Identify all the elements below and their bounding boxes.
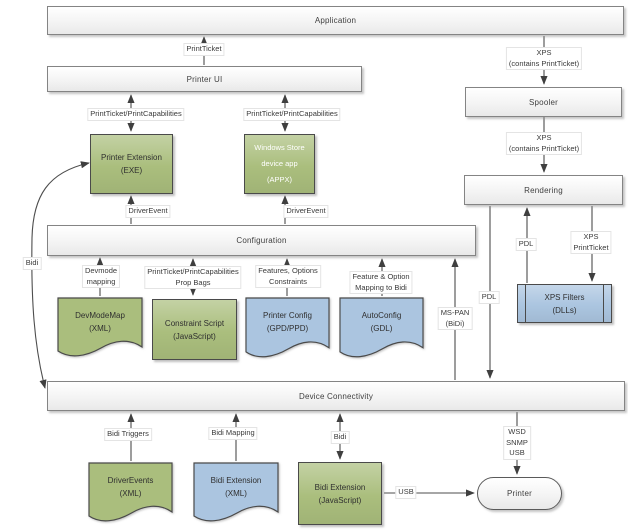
node-devmodemap-label: DevModeMap (XML) [75,311,125,333]
arrow-bidi-curve [31,161,90,389]
node-autoconfig: AutoConfig (GDL) [339,297,424,363]
node-devmodemap: DevModeMap (XML) [57,297,143,362]
document-shape-icon [339,297,424,358]
node-printer-extension: Printer Extension (EXE) [90,134,173,194]
edge-label-printticket-printcapabilities-prop-bags: PrintTicket/PrintCapabilities Prop Bags [144,266,242,289]
node-printer-config: Printer Config (GPD/PPD) [245,297,330,363]
document-shape-icon [57,297,143,357]
node-bidi-extension-xml-label: Bidi Extension (XML) [210,476,262,498]
edge-label-ms-pan-bidi: MS-PAN (BiDi) [437,307,473,330]
node-autoconfig-label: AutoConfig (GDL) [361,311,402,333]
node-configuration: Configuration [47,225,476,256]
node-printer: Printer [477,477,562,510]
edge-label-printticket-printcapabilities-right: PrintTicket/PrintCapabilities [243,108,341,121]
edge-label-xps-contains-printticket-upper: XPS (contains PrintTicket) [505,47,583,70]
filter-divider-left-icon [525,285,526,322]
node-windows-store-device-app: Windows Store device app (APPX) [244,134,315,194]
edge-label-bidi-curve: Bidi [22,257,42,270]
node-spooler: Spooler [465,87,622,117]
edge-label-devmode-mapping: Devmode mapping [81,265,121,288]
edge-label-xps-contains-printticket-lower: XPS (contains PrintTicket) [505,132,583,155]
edge-label-printticket-printcapabilities-left: PrintTicket/PrintCapabilities [87,108,185,121]
edge-label-driverevent-right: DriverEvent [283,205,329,218]
edge-label-xps-printticket: XPS PrintTicket [570,231,612,254]
node-driverevents-label: DriverEvents (XML) [107,476,154,498]
document-shape-icon [88,462,173,522]
node-xps-filters-label: XPS Filters (DLLs) [544,292,585,315]
node-printer-ui: Printer UI [47,66,362,92]
node-constraint-script: Constraint Script (JavaScript) [152,299,237,360]
node-printer-config-label: Printer Config (GPD/PPD) [263,311,312,333]
edge-label-bidi-triggers: Bidi Triggers [104,428,152,441]
edge-label-printticket: PrintTicket [183,43,225,56]
document-shape-icon [193,462,279,522]
edge-label-bidi-js: Bidi [330,431,350,444]
edge-label-pdl-to-device-connectivity: PDL [478,291,500,304]
node-application: Application [47,6,624,35]
document-shape-icon [245,297,330,358]
edge-label-pdl-to-rendering: PDL [515,238,537,251]
node-rendering: Rendering [464,175,623,205]
node-bidi-extension-js: Bidi Extension (JavaScript) [298,462,382,525]
edge-label-feature-option-mapping-to-bidi: Feature & Option Mapping to Bidi [349,271,413,294]
edge-label-features-options-constraints: Features, Options Constraints [255,265,321,288]
node-bidi-extension-xml: Bidi Extension (XML) [193,462,279,527]
node-device-connectivity: Device Connectivity [47,381,625,411]
edge-label-bidi-mapping: Bidi Mapping [208,427,258,440]
filter-divider-right-icon [603,285,604,322]
edge-label-driverevent-left: DriverEvent [125,205,171,218]
node-driverevents: DriverEvents (XML) [88,462,173,527]
edge-label-usb: USB [395,486,417,499]
node-xps-filters: XPS Filters (DLLs) [517,284,612,323]
edge-label-wsd-snmp-usb: WSD SNMP USB [503,426,531,460]
